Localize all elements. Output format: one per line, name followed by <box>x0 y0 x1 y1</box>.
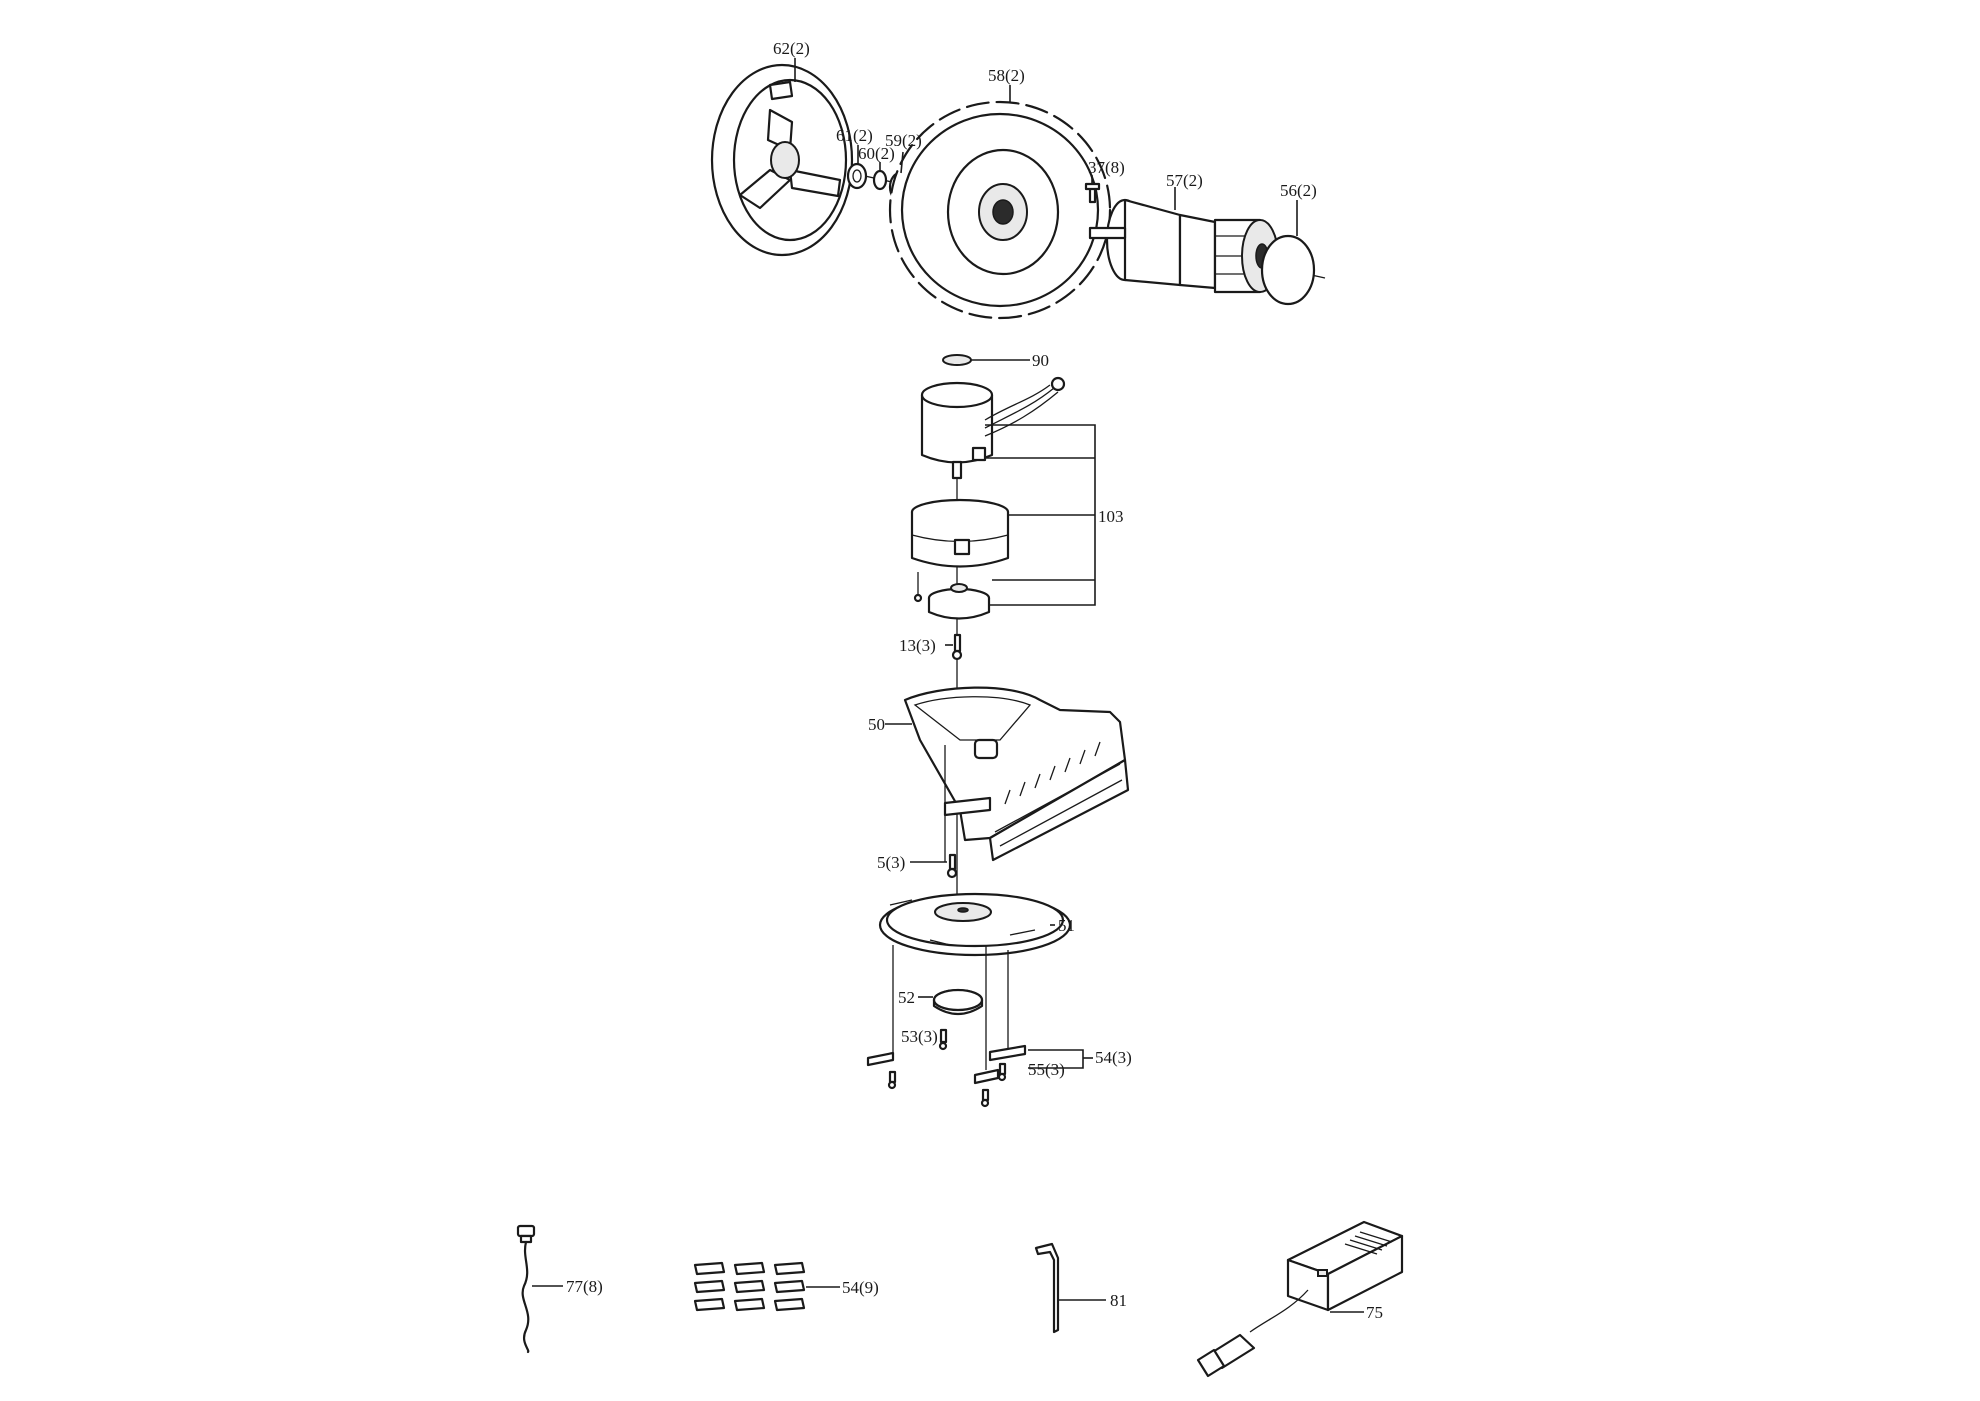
o-ring-part-56 <box>1260 234 1316 306</box>
callout-75: 75 <box>1366 1303 1383 1322</box>
motor-housing-part <box>910 498 1010 603</box>
callout-59: 59(2) <box>885 131 922 150</box>
callout-57: 57(2) <box>1166 171 1203 190</box>
callout-56: 56(2) <box>1280 181 1317 200</box>
screw-part-55 <box>887 1062 1007 1108</box>
callout-53: 53(3) <box>901 1027 938 1046</box>
spare-blades-part-54: 54(9) <box>693 1261 879 1312</box>
motor-part <box>920 376 1066 480</box>
callout-37: 37(8) <box>1088 158 1125 177</box>
screw-part-13 <box>951 633 963 661</box>
cap-disc-part-90 <box>942 354 972 366</box>
callout-54: 54(3) <box>1095 1048 1132 1067</box>
callout-61: 61(2) <box>836 126 873 145</box>
gear-motor-part-57 <box>1088 198 1279 294</box>
blade-disc-part-51: 51 <box>878 892 1075 957</box>
callout-90: 90 <box>1032 351 1049 370</box>
callout-81: 81 <box>1110 1291 1127 1310</box>
callout-103: 103 <box>1098 507 1124 526</box>
callout-5: 5(3) <box>877 853 905 872</box>
callout-60: 60(2) <box>858 144 895 163</box>
wheel-assembly: 62(2) 58(2) 61(2) 60(2) 59(2) 37(8) 57(2… <box>710 39 1326 320</box>
washer-part-60 <box>872 169 888 191</box>
chassis-part-50: 50 <box>868 686 1130 862</box>
callout-51: 51 <box>1058 916 1075 935</box>
hub-nut-part-61 <box>846 162 868 190</box>
callout-77: 77(8) <box>566 1277 603 1296</box>
callout-58: 58(2) <box>988 66 1025 85</box>
battery-pack-part-75: 75 <box>1196 1220 1404 1378</box>
cutting-motor-assembly: 90 103 13(3) <box>899 351 1124 900</box>
callout-55: 55(3) <box>1028 1060 1065 1079</box>
screw-part-5: 5(3) <box>877 853 958 879</box>
blade-part-54 <box>866 1044 1027 1085</box>
hex-key-part-81: 81 <box>1034 1242 1127 1334</box>
screw-part-53: 53(3) <box>901 1027 948 1051</box>
callout-50: 50 <box>868 715 885 734</box>
callout-54-spares: 54(9) <box>842 1278 879 1297</box>
callout-62: 62(2) <box>773 39 810 58</box>
blade-hub-part <box>927 583 991 620</box>
callout-13: 13(3) <box>899 636 936 655</box>
wheel-cover-part-62 <box>710 63 854 257</box>
drive-wheel-part-58 <box>888 100 1112 320</box>
callout-52: 52 <box>898 988 915 1007</box>
cover-disc-part-52: 52 <box>898 988 984 1016</box>
ground-peg-part-77: 77(8) <box>516 1224 603 1354</box>
